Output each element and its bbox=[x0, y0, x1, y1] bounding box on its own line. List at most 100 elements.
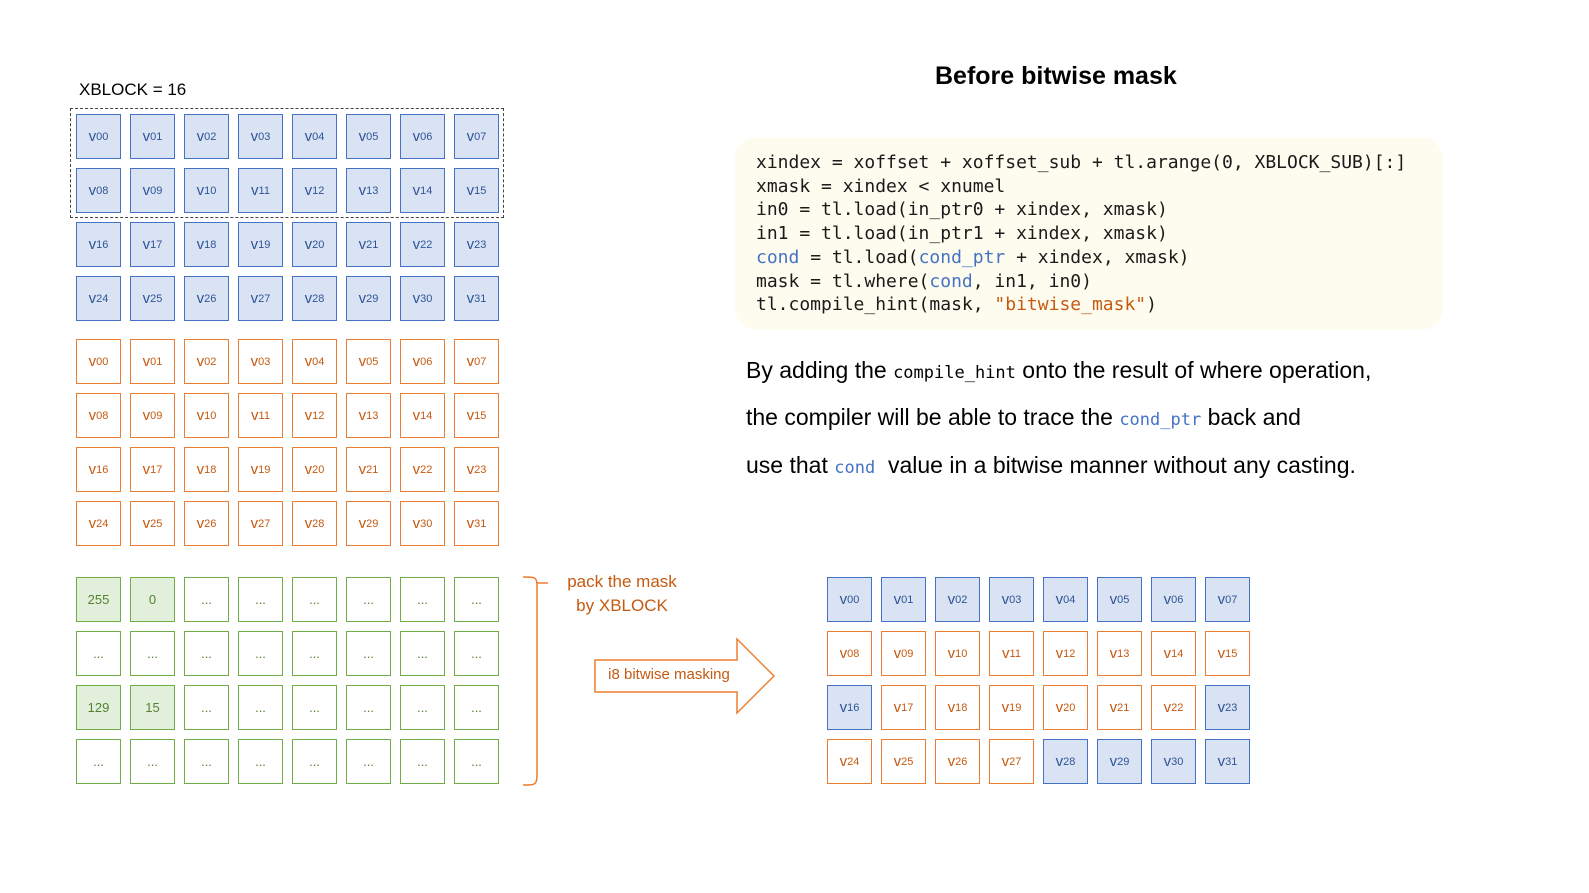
vector-symbol: v bbox=[1055, 753, 1064, 770]
pack-label-line2: by XBLOCK bbox=[576, 596, 668, 615]
mask-value: ... bbox=[201, 592, 212, 607]
code-token: cond_ptr bbox=[918, 246, 1006, 268]
mask-value: ... bbox=[363, 700, 374, 715]
vector-symbol: v bbox=[1109, 699, 1118, 716]
mask-value: ... bbox=[255, 754, 266, 769]
mask-value: ... bbox=[255, 700, 266, 715]
mask-cell: 129 bbox=[76, 685, 121, 730]
vector-symbol: v bbox=[304, 461, 313, 478]
mask-cell: ... bbox=[76, 631, 121, 676]
bitwise-arrow bbox=[594, 637, 776, 715]
vector-symbol: v bbox=[466, 236, 475, 253]
code-token: cond bbox=[929, 270, 973, 292]
mask-value: ... bbox=[417, 700, 428, 715]
description-line-1: By adding the compile_hint onto the resu… bbox=[746, 357, 1371, 384]
vector-symbol: v bbox=[142, 182, 151, 199]
mask-cell: ... bbox=[292, 577, 337, 622]
vector-symbol: v bbox=[1217, 645, 1226, 662]
vector-symbol: v bbox=[250, 353, 259, 370]
mask-value: ... bbox=[93, 646, 104, 661]
vector-symbol: v bbox=[1001, 591, 1010, 608]
code-token: in1 = tl.load(in_ptr1 + xindex, xmask) bbox=[756, 223, 1168, 245]
mask-value: ... bbox=[255, 646, 266, 661]
mask-cell: ... bbox=[454, 577, 499, 622]
code-token: ) bbox=[1146, 294, 1157, 316]
mask-value: ... bbox=[309, 646, 320, 661]
vector-symbol: v bbox=[358, 236, 367, 253]
mask-cell: ... bbox=[184, 739, 229, 784]
vector-symbol: v bbox=[1001, 699, 1010, 716]
pack-label-line1: pack the mask bbox=[567, 572, 677, 591]
mask-cell: ... bbox=[130, 631, 175, 676]
mask-cell: ... bbox=[130, 739, 175, 784]
vector-symbol: v bbox=[251, 407, 259, 424]
code-token: in0 = tl.load(in_ptr0 + xindex, xmask) bbox=[756, 199, 1168, 221]
vector-symbol: v bbox=[412, 515, 421, 532]
code-line: mask = tl.where(cond, in1, in0) bbox=[756, 270, 1443, 294]
desc-text: By adding the bbox=[746, 357, 894, 383]
vector-symbol: v bbox=[893, 699, 902, 716]
vector-symbol: v bbox=[466, 461, 475, 478]
mask-value: ... bbox=[309, 754, 320, 769]
mask-cell: ... bbox=[292, 685, 337, 730]
vector-symbol: v bbox=[304, 128, 313, 145]
vector-symbol: v bbox=[1109, 753, 1118, 770]
mask-cell: ... bbox=[184, 577, 229, 622]
vector-symbol: v bbox=[412, 182, 421, 199]
vector-symbol: v bbox=[466, 407, 475, 424]
vector-symbol: v bbox=[196, 407, 205, 424]
mask-value: ... bbox=[201, 700, 212, 715]
vector-symbol: v bbox=[142, 407, 151, 424]
vector-symbol: v bbox=[839, 753, 848, 770]
vector-symbol: v bbox=[412, 353, 421, 370]
mask-value: ... bbox=[309, 700, 320, 715]
vector-symbol: v bbox=[196, 128, 205, 145]
vector-symbol: v bbox=[250, 461, 259, 478]
desc-text: back and bbox=[1201, 404, 1301, 430]
mask-cell: ... bbox=[400, 685, 445, 730]
vector-symbol: v bbox=[358, 461, 367, 478]
mask-cell: ... bbox=[400, 739, 445, 784]
vector-symbol: v bbox=[1109, 591, 1118, 608]
mask-value: ... bbox=[255, 592, 266, 607]
vector-symbol: v bbox=[88, 290, 97, 307]
vector-symbol: v bbox=[304, 236, 313, 253]
vector-symbol: v bbox=[412, 128, 421, 145]
vector-symbol: v bbox=[412, 407, 421, 424]
mask-cell: ... bbox=[292, 739, 337, 784]
vector-symbol: v bbox=[466, 353, 475, 370]
vector-symbol: v bbox=[1163, 753, 1172, 770]
